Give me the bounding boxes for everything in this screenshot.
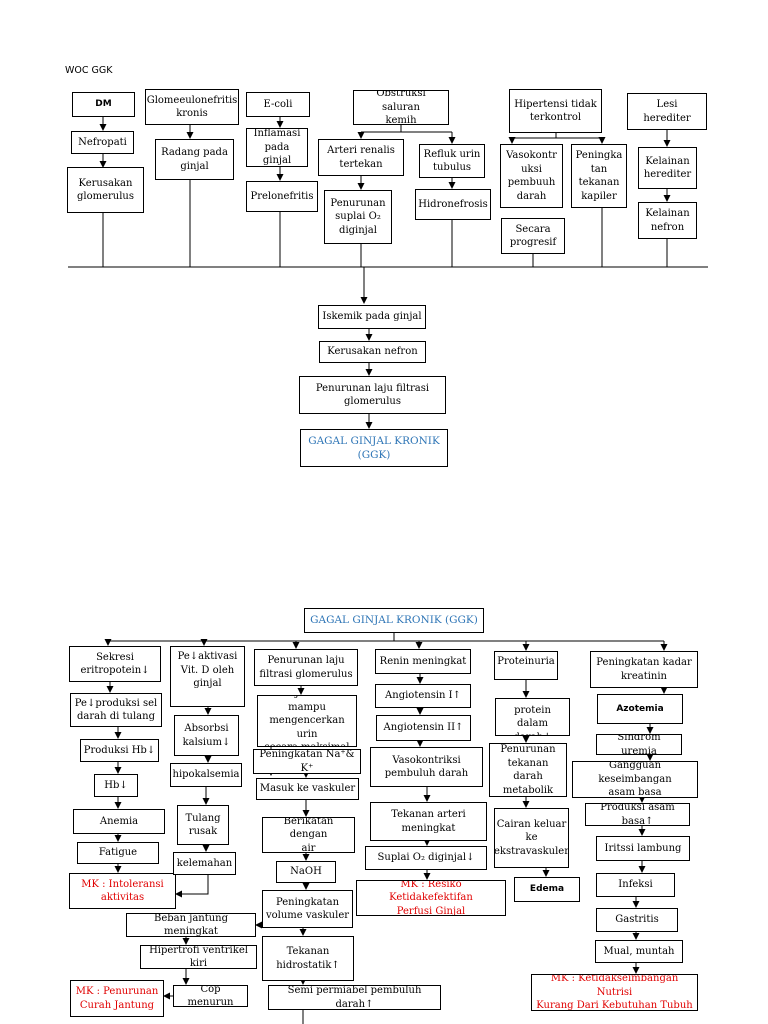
box-cop-menurun: Cop menurun [173, 985, 248, 1007]
box-penurunan-lfg-2: Penurunan laju filtrasi glomerulus [254, 649, 358, 686]
box-ggk: GAGAL GINJAL KRONIK (GGK) [300, 429, 448, 467]
box-mk-intoleransi: MK : Intoleransi aktivitas [69, 873, 176, 909]
box-infeksi: Infeksi [596, 873, 675, 897]
box-naoh: NaOH [276, 861, 336, 883]
box-hipertrofi: Hipertrofi ventrikel kiri [140, 945, 257, 969]
box-berikatan-air: Berikatan dengan air [262, 817, 355, 853]
box-radang-ginjal: Radang pada ginjal [155, 139, 234, 180]
box-angiotensin-2: Angiotensin II↑ [376, 715, 471, 741]
box-absorbsi: Absorbsi kalsium↓ [174, 715, 239, 756]
box-azotemia: Azotemia [597, 694, 683, 724]
box-arteri-renalis: Arteri renalis tertekan [318, 139, 404, 176]
box-penurunan-tekanan: Penurunan tekanan darah metabolik [489, 743, 567, 797]
box-produksi-asam: Produksi asam basa↑ [585, 803, 690, 826]
box-suplai-o2: Suplai O₂ diginjal↓ [365, 846, 487, 870]
box-produksi-sel: Pe↓produksi sel darah di tulang [70, 693, 162, 727]
box-ginjal-tidak-mampu: Ginjal tidak mampu mengencerkan urin sec… [257, 695, 357, 747]
box-kelainan-herediter: Kelainan herediter [638, 147, 697, 189]
box-aktivasi-vit-d: Pe↓aktivasi Vit. D oleh ginjal [170, 646, 245, 707]
box-penurunan-lfg: Penurunan laju filtrasi glomerulus [299, 376, 446, 414]
box-prelonefritis: Prelonefritis [246, 181, 318, 212]
box-angiotensin-1: Angiotensin I↑ [375, 684, 471, 708]
box-tekanan-hidrostatik: Tekanan hidrostatik↑ [262, 936, 354, 981]
box-kelainan-nefron: Kelainan nefron [638, 202, 697, 239]
box-kerusakan-nefron: Kerusakan nefron [319, 341, 426, 363]
box-tekanan-arteri: Tekanan arteri meningkat [370, 802, 487, 841]
box-hb: Hb↓ [94, 774, 138, 797]
box-edema: Edema [514, 877, 580, 902]
box-nefropati: Nefropati [71, 131, 134, 154]
box-semi-permiabel: Semi permiabel pembuluh darah↑ [268, 985, 441, 1010]
box-vasokontriksi-2: Vasokontriksi pembuluh darah [370, 747, 483, 787]
box-refluk: Refluk urin tubulus [419, 144, 485, 178]
box-mk-perfusi: MK : Resiko Ketidakefektifan Perfusi Gin… [356, 880, 506, 916]
box-obstruksi: Obstruksi saluran kemih [353, 90, 449, 125]
box-hidronefrosis: Hidronefrosis [415, 189, 491, 220]
box-iskemik: Iskemik pada ginjal [318, 305, 426, 329]
box-glomerulonefritis: Glomeeulonefritis kronis [145, 89, 239, 125]
box-penurunan-suplai: Penurunan suplai O₂ diginjal [324, 190, 392, 244]
box-hipokalsemia: hipokalsemia [170, 763, 242, 787]
box-inflamasi: Inflamasi pada ginjal [246, 128, 308, 167]
box-vasokontriksi: Vasokontr uksi pembuuh darah [500, 144, 563, 208]
box-kadar-protein: Kadar protein dalam darah↓ [495, 698, 570, 736]
box-kreatinin: Peningkatan kadar kreatinin [590, 651, 698, 688]
box-cairan-keluar: Cairan keluar ke ekstravaskuler [494, 808, 569, 868]
box-kelemahan: kelemahan [173, 852, 236, 875]
box-sindrom-uremia: Sindrom uremia [596, 734, 682, 755]
box-kerusakan-glomerulus: Kerusakan glomerulus [67, 167, 144, 213]
box-mk-curah-jantung: MK : Penurunan Curah Jantung [70, 980, 164, 1017]
box-produksi-hb: Produksi Hb↓ [80, 739, 159, 762]
box-sekresi: Sekresi eritropotein↓ [69, 646, 161, 682]
box-hipertensi: Hipertensi tidak terkontrol [509, 89, 602, 133]
page-title: WOC GGK [65, 65, 113, 76]
box-dm: DM [72, 92, 135, 117]
box-mual-muntah: Mual, muntah [595, 940, 683, 963]
box-anemia: Anemia [73, 809, 165, 834]
box-beban-jantung: Beban jantung meningkat [126, 913, 256, 937]
box-gastritis: Gastritis [596, 908, 678, 932]
box-mk-nutrisi: MK : Ketidakseimbangan Nutrisi Kurang Da… [531, 974, 698, 1011]
box-renin: Renin meningkat [375, 649, 471, 674]
box-masuk-vaskuler: Masuk ke vaskuler [256, 778, 359, 800]
box-ggk-title: GAGAL GINJAL KRONIK (GGK) [304, 608, 484, 633]
box-secara-progresif: Secara progresif [501, 218, 565, 254]
box-ecoli: E-coli [246, 92, 310, 117]
box-na-k: Peningkatan Na⁺& K⁺ [253, 749, 361, 774]
box-peningkatan-kapiler: Peningka tan tekanan kapiler [571, 144, 627, 208]
box-proteinuria: Proteinuria [494, 651, 558, 680]
box-fatigue: Fatigue [77, 842, 159, 864]
box-asam-basa: Gangguan keseimbangan asam basa [572, 761, 698, 798]
box-lesi: Lesi herediter [627, 93, 707, 130]
box-iritasi: Iritssi lambung [596, 836, 690, 861]
box-volume-vaskuler: Peningkatan volume vaskuler [262, 890, 353, 928]
box-tulang-rusak: Tulang rusak [177, 805, 229, 845]
